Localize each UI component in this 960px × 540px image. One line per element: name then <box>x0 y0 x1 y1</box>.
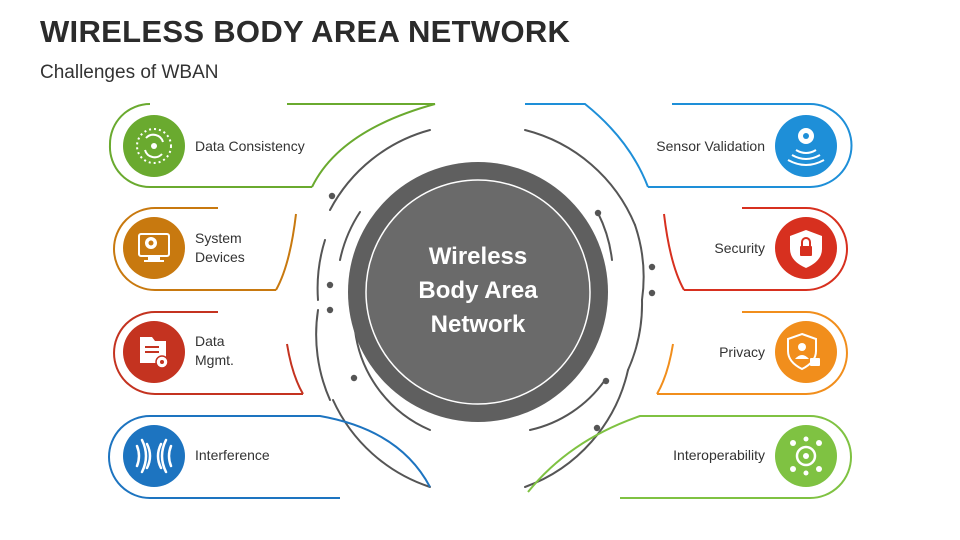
label-interference: Interference <box>195 446 270 465</box>
hub-title-line-3: Network <box>430 311 526 338</box>
label-data-mgmt-line-1: Data <box>195 333 225 349</box>
hub-orbit-dots <box>326 192 656 432</box>
interference-icon <box>135 438 173 474</box>
hub-disc <box>365 179 591 405</box>
hub-orbit-arcs <box>315 129 645 488</box>
label-system-devices-line-2: Devices <box>195 249 245 265</box>
interoperability-icon <box>790 436 822 476</box>
privacy-shield-icon <box>787 332 820 371</box>
label-security: Security <box>714 239 765 258</box>
page-title: WIRELESS BODY AREA NETWORK <box>40 14 571 49</box>
label-data-mgmt: Data Mgmt. <box>195 332 234 370</box>
label-data-consistency: Data Consistency <box>195 137 305 156</box>
label-system-devices-line-1: System <box>195 230 242 246</box>
label-interoperability-text: Interoperability <box>673 447 765 463</box>
hub-title: Wireless Body Area Network <box>388 240 568 342</box>
data-management-icon <box>140 337 169 369</box>
right-item-privacy <box>656 311 848 395</box>
system-devices-icon <box>138 233 170 262</box>
label-data-mgmt-line-2: Mgmt. <box>195 352 234 368</box>
label-privacy-text: Privacy <box>719 344 765 360</box>
page-subtitle: Challenges of WBAN <box>40 62 219 83</box>
label-sensor-validation-text: Sensor Validation <box>656 138 765 154</box>
sensor-validation-icon <box>787 128 825 166</box>
label-data-consistency-text: Data Consistency <box>195 138 305 154</box>
label-security-text: Security <box>714 240 765 256</box>
security-shield-icon <box>790 230 822 268</box>
label-sensor-validation: Sensor Validation <box>656 137 765 156</box>
hub-title-line-1: Wireless <box>428 243 528 270</box>
label-interference-text: Interference <box>195 447 270 463</box>
label-privacy: Privacy <box>719 343 765 362</box>
label-interoperability: Interoperability <box>673 446 765 465</box>
left-item-interference <box>108 415 431 499</box>
hub-title-line-2: Body Area <box>418 277 538 304</box>
label-system-devices: System Devices <box>195 229 245 267</box>
data-consistency-icon <box>136 128 172 164</box>
